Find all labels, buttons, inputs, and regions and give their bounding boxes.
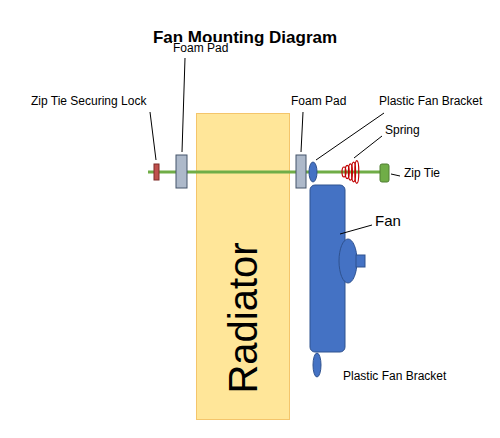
foam-pad (176, 155, 187, 188)
spring-coil (355, 161, 359, 184)
radiator-box: Radiator (196, 113, 290, 420)
part-label: Spring (384, 124, 421, 138)
part-label: Plastic Fan Bracket (378, 95, 483, 109)
fan-shaft (356, 255, 365, 267)
zip-tie-lock (154, 164, 159, 180)
part-label: Foam Pad (172, 42, 229, 56)
part-label: Zip Tie (403, 167, 441, 181)
spring-coil (342, 161, 359, 184)
part-label: Zip Tie Securing Lock (30, 95, 147, 109)
fan-bracket (309, 162, 317, 182)
part-label: Plastic Fan Bracket (342, 370, 447, 384)
radiator-label: Radiator (223, 242, 263, 393)
zip-tie-strap (196, 171, 290, 174)
fan-bracket (313, 353, 321, 377)
foam-pad (296, 155, 306, 188)
zip-tie-head (380, 164, 389, 182)
part-label: Fan (374, 212, 402, 229)
part-label: Foam Pad (290, 95, 347, 109)
fan-hub (339, 239, 357, 283)
